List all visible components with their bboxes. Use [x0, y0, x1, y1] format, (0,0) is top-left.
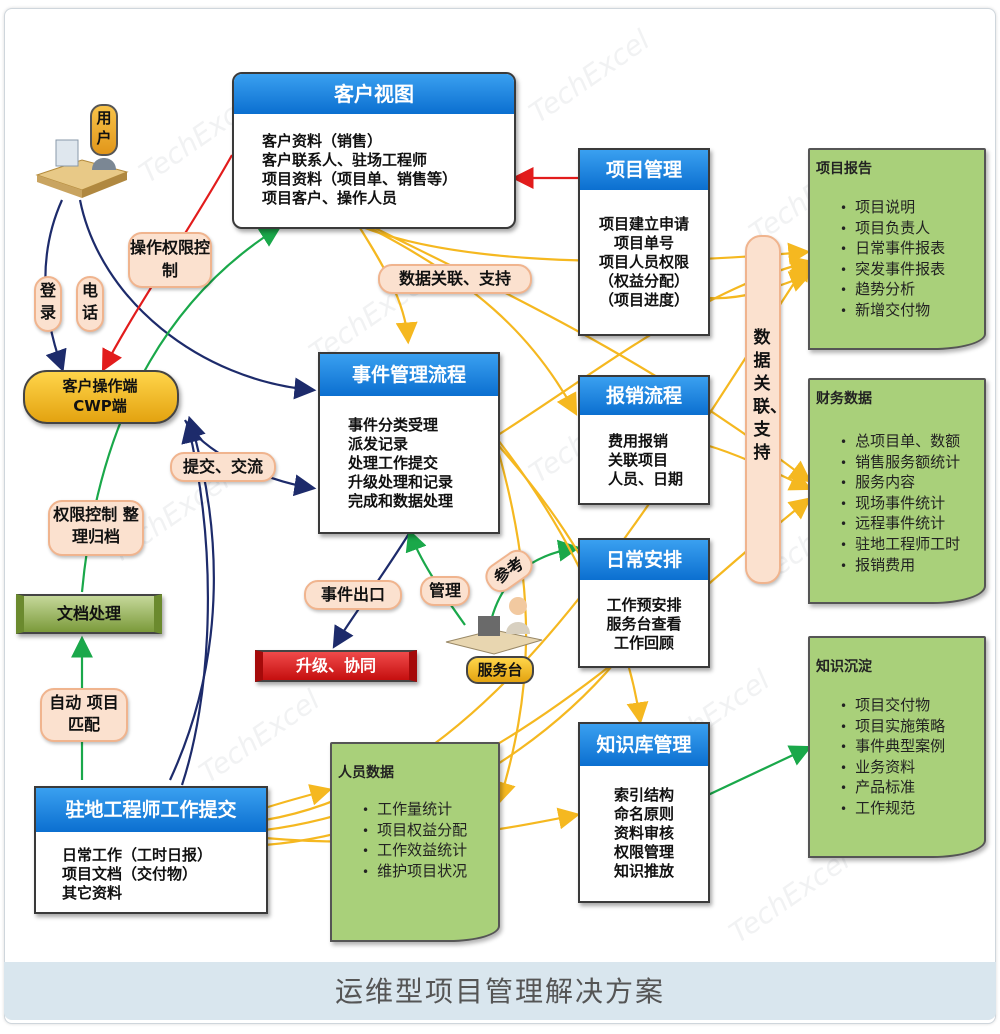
finance-data-item: 服务内容: [840, 473, 960, 494]
reimbursement-line: 关联项目: [608, 451, 669, 469]
project-report-item: 项目说明: [840, 198, 945, 219]
cwp-client-node[interactable]: 客户操作端 CWP端: [23, 370, 179, 424]
project-management-line: （权益分配）: [598, 272, 689, 290]
upgrade-collaborate-node[interactable]: 升级、协同: [255, 650, 417, 682]
event-flow-line: 升级处理和记录: [348, 473, 454, 491]
knowledge-deposit-item: 事件典型案例: [840, 737, 945, 758]
data-link-vertical-label: 数据关联、支持: [753, 328, 787, 463]
engineer-submission-line: 项目文档（交付物）: [62, 865, 198, 883]
project-report-item: 项目负责人: [840, 219, 945, 240]
finance-data-item: 报销费用: [840, 556, 960, 577]
project-report-title: 项目报告: [816, 161, 872, 177]
engineer-submission-line: 日常工作（工时日报）: [62, 846, 213, 864]
project-report-doc[interactable]: 项目报告 项目说明 项目负责人 日常事件报表 突发事件报表 趋势分析 新增交付物: [808, 148, 986, 350]
page-title: 运维型项目管理解决方案: [334, 975, 665, 1008]
finance-data-item: 总项目单、数额: [840, 432, 960, 453]
knowledge-deposit-item: 项目交付物: [840, 696, 945, 717]
finance-data-doc[interactable]: 财务数据 总项目单、数额 销售服务额统计 服务内容 现场事件统计 远程事件统计 …: [808, 378, 986, 604]
daily-arrangement-line: 工作预安排: [606, 596, 682, 614]
daily-arrangement-line: 服务台查看: [606, 615, 682, 633]
engineer-submission-header: 驻地工程师工作提交: [36, 788, 266, 832]
personnel-data-item: 工作效益统计: [362, 841, 467, 862]
project-management-header: 项目管理: [580, 150, 708, 190]
reimbursement-box[interactable]: 报销流程 费用报销 关联项目 人员、日期: [578, 375, 710, 505]
knowledge-deposit-item: 工作规范: [840, 799, 945, 820]
manage-label: 管理: [420, 576, 470, 606]
data-link-label: 数据关联、支持: [378, 264, 532, 294]
engineer-submission-box[interactable]: 驻地工程师工作提交 日常工作（工时日报） 项目文档（交付物） 其它资料: [34, 786, 268, 914]
personnel-data-item: 维护项目状况: [362, 862, 467, 883]
service-desk-label: 服务台: [466, 656, 534, 684]
user-label: 用户: [90, 104, 118, 156]
project-report-item: 突发事件报表: [840, 260, 945, 281]
event-exit-label: 事件出口: [304, 580, 402, 610]
personnel-data-item: 工作量统计: [362, 800, 467, 821]
customer-view-line: 项目资料（项目单、销售等）: [262, 170, 458, 188]
project-report-item: 趋势分析: [840, 280, 945, 301]
finance-data-item: 远程事件统计: [840, 514, 960, 535]
event-flow-header: 事件管理流程: [320, 354, 498, 396]
finance-data-item: 现场事件统计: [840, 494, 960, 515]
knowledge-deposit-item: 项目实施策略: [840, 717, 945, 738]
event-flow-line: 完成和数据处理: [348, 492, 454, 510]
project-management-line: 项目人员权限: [598, 253, 689, 271]
engineer-submission-line: 其它资料: [62, 884, 123, 902]
personnel-data-title: 人员数据: [338, 765, 394, 781]
phone-label: 电话: [76, 276, 104, 332]
event-flow-box[interactable]: 事件管理流程 事件分类受理 派发记录 处理工作提交 升级处理和记录 完成和数据处…: [318, 352, 500, 534]
customer-view-line: 客户资料（销售）: [262, 132, 383, 150]
project-management-line: 项目单号: [613, 234, 674, 252]
knowledge-management-line: 资料审核: [613, 824, 674, 842]
knowledge-deposit-item: 产品标准: [840, 778, 945, 799]
daily-arrangement-box[interactable]: 日常安排 工作预安排 服务台查看 工作回顾: [578, 538, 710, 668]
footer-bar: [4, 962, 996, 1020]
knowledge-deposit-item: 业务资料: [840, 758, 945, 779]
service-desk-icon: [438, 592, 548, 666]
knowledge-management-box[interactable]: 知识库管理 索引结构 命名原则 资料审核 权限管理 知识推放: [578, 722, 710, 903]
document-processing-node[interactable]: 文档处理: [16, 594, 162, 634]
knowledge-management-line: 索引结构: [613, 786, 674, 804]
personnel-data-doc[interactable]: 人员数据 工作量统计 项目权益分配 工作效益统计 维护项目状况: [330, 742, 500, 942]
customer-view-box[interactable]: 客户视图 客户资料（销售） 客户联系人、驻场工程师 项目资料（项目单、销售等） …: [232, 72, 516, 229]
operation-permission-label: 操作权限控制: [128, 232, 212, 288]
upgrade-collaborate-label: 升级、协同: [295, 656, 376, 675]
cwp-client-label: 客户操作端 CWP端: [62, 377, 138, 415]
auto-match-label: 自动 项目匹配: [40, 688, 128, 742]
event-flow-line: 事件分类受理: [348, 416, 439, 434]
customer-view-line: 项目客户、操作人员: [262, 189, 398, 207]
knowledge-deposit-title: 知识沉淀: [816, 659, 872, 675]
login-label: 登录: [34, 276, 62, 332]
reimbursement-line: 费用报销: [608, 432, 669, 450]
finance-data-title: 财务数据: [816, 391, 872, 407]
event-flow-line: 处理工作提交: [348, 454, 439, 472]
customer-view-line: 客户联系人、驻场工程师: [262, 151, 428, 169]
event-flow-line: 派发记录: [348, 435, 409, 453]
project-report-item: 新增交付物: [840, 301, 945, 322]
knowledge-management-line: 命名原则: [613, 805, 674, 823]
daily-arrangement-line: 工作回顾: [613, 634, 674, 652]
knowledge-management-line: 知识推放: [613, 862, 674, 880]
data-link-vertical-capsule: 数据关联、支持: [745, 235, 787, 584]
knowledge-management-header: 知识库管理: [580, 724, 708, 766]
project-management-line: （项目进度）: [598, 291, 689, 309]
daily-arrangement-header: 日常安排: [580, 540, 708, 580]
reimbursement-line: 人员、日期: [608, 470, 684, 488]
knowledge-deposit-doc[interactable]: 知识沉淀 项目交付物 项目实施策略 事件典型案例 业务资料 产品标准 工作规范: [808, 636, 986, 858]
finance-data-item: 驻地工程师工时: [840, 535, 960, 556]
personnel-data-item: 项目权益分配: [362, 821, 467, 842]
reimbursement-header: 报销流程: [580, 377, 708, 415]
document-processing-label: 文档处理: [56, 604, 121, 623]
permission-archive-label: 权限控制 整理归档: [48, 500, 144, 556]
project-management-box[interactable]: 项目管理 项目建立申请 项目单号 项目人员权限 （权益分配） （项目进度）: [578, 148, 710, 336]
project-management-line: 项目建立申请: [598, 215, 689, 233]
knowledge-management-line: 权限管理: [613, 843, 674, 861]
submit-exchange-label: 提交、交流: [170, 452, 276, 482]
project-report-item: 日常事件报表: [840, 239, 945, 260]
customer-view-header: 客户视图: [234, 74, 514, 114]
finance-data-item: 销售服务额统计: [840, 453, 960, 474]
